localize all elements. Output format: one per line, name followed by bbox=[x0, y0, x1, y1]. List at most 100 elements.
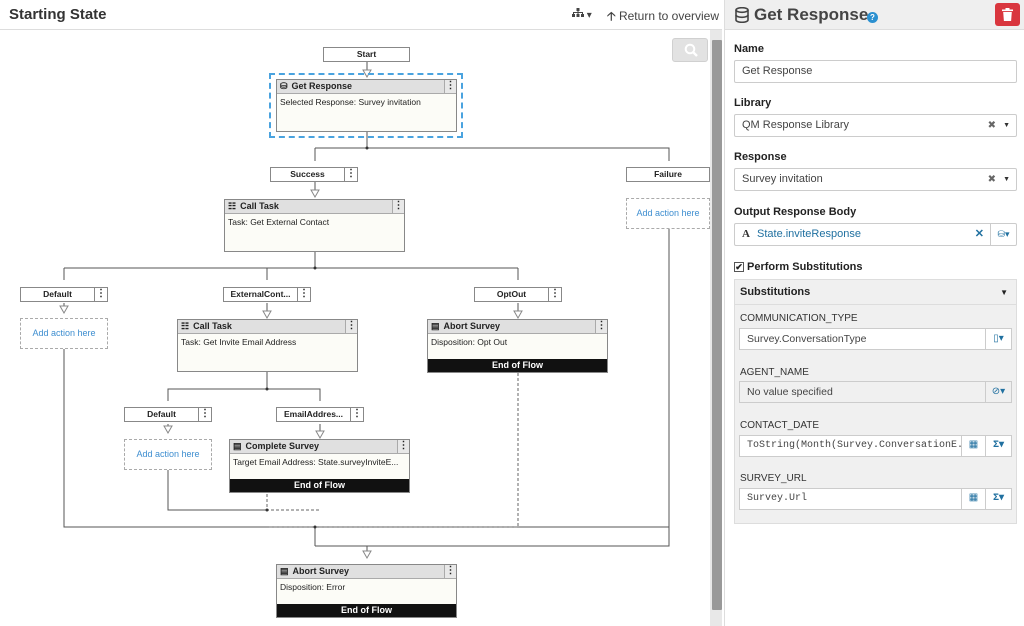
vertical-scrollbar-thumb[interactable] bbox=[712, 40, 722, 610]
canvas-search-button[interactable] bbox=[672, 38, 708, 62]
clear-icon[interactable]: ✖ bbox=[987, 120, 996, 131]
library-select[interactable]: QM Response Library ✖ ▼ bbox=[734, 114, 1017, 137]
node-body: Target Email Address: State.surveyInvite… bbox=[233, 457, 399, 467]
library-value: QM Response Library bbox=[742, 119, 849, 131]
path-label: Default bbox=[43, 289, 72, 299]
name-field[interactable]: Get Response bbox=[734, 60, 1017, 83]
node-menu-button[interactable]: ⋮ bbox=[345, 320, 357, 333]
start-node[interactable]: Start bbox=[323, 47, 410, 62]
node-body: Task: Get Invite Email Address bbox=[181, 337, 297, 347]
expression-menu-button[interactable]: Σ▾ bbox=[985, 436, 1011, 456]
add-action-placeholder-default-2[interactable]: Add action here bbox=[124, 439, 212, 470]
properties-panel: Get Response ? Name Get Response Library… bbox=[724, 0, 1024, 626]
optout-path-label[interactable]: OptOut ⋮ bbox=[474, 287, 562, 302]
substitution-field[interactable]: Survey.ConversationType ▯▾ bbox=[739, 328, 1012, 350]
path-menu-button[interactable]: ⋮ bbox=[297, 288, 309, 301]
panel-title: Get Response bbox=[754, 5, 869, 24]
caret-down-icon[interactable]: ▼ bbox=[1003, 176, 1010, 183]
node-title: Abort Survey bbox=[292, 566, 350, 576]
name-label: Name bbox=[734, 43, 764, 55]
return-to-overview-link[interactable]: 🡡 Return to overview bbox=[607, 7, 719, 28]
path-label: Failure bbox=[654, 169, 682, 179]
expression-editor-button[interactable]: ▦ bbox=[961, 436, 985, 456]
path-label: ExternalCont... bbox=[230, 289, 291, 299]
clear-icon[interactable]: ✕ bbox=[974, 228, 984, 240]
variable-menu-button[interactable]: ⛁▾ bbox=[990, 224, 1016, 245]
output-response-body-field[interactable]: A State.inviteResponse ✕ ⛁▾ bbox=[734, 223, 1017, 246]
substitution-value: ToString(Month(Survey.ConversationE... bbox=[747, 440, 976, 451]
abort-survey-node[interactable]: ▤Abort Survey⋮ Disposition: Error End of… bbox=[276, 564, 457, 618]
path-menu-button[interactable]: ⋮ bbox=[198, 408, 210, 421]
path-label: OptOut bbox=[496, 289, 527, 299]
node-menu-button[interactable]: ⋮ bbox=[392, 200, 404, 213]
end-of-flow-bar: End of Flow bbox=[428, 359, 607, 372]
path-menu-button[interactable]: ⋮ bbox=[350, 408, 362, 421]
perform-substitutions-label: Perform Substitutions bbox=[747, 261, 863, 273]
caret-down-icon[interactable]: ▼ bbox=[1003, 122, 1010, 129]
no-value-menu-button[interactable]: ⊘▾ bbox=[985, 382, 1011, 402]
perform-substitutions-checkbox[interactable]: ✔Perform Substitutions bbox=[734, 261, 863, 273]
node-title: Get Response bbox=[291, 81, 353, 91]
path-menu-button[interactable]: ⋮ bbox=[94, 288, 106, 301]
substitution-value: Survey.Url bbox=[747, 493, 808, 504]
page-title: Starting State bbox=[9, 6, 107, 23]
search-icon bbox=[684, 43, 698, 57]
node-menu-button[interactable]: ⋮ bbox=[397, 440, 409, 453]
add-action-placeholder-default[interactable]: Add action here bbox=[20, 318, 108, 349]
path-menu-button[interactable]: ⋮ bbox=[344, 168, 356, 181]
end-of-flow-bar: End of Flow bbox=[230, 479, 409, 492]
string-type-icon: A bbox=[742, 228, 750, 240]
node-body: Task: Get External Contact bbox=[228, 217, 330, 227]
hierarchy-icon: ☷ bbox=[228, 201, 237, 211]
sigma-icon: Σ bbox=[992, 493, 999, 504]
default-path-label[interactable]: Default ⋮ bbox=[124, 407, 212, 422]
email-address-path-label[interactable]: EmailAddres... ⋮ bbox=[276, 407, 364, 422]
success-path-label[interactable]: Success ⋮ bbox=[270, 167, 358, 182]
call-task-node[interactable]: ☷Call Task ⋮ Task: Get Invite Email Addre… bbox=[177, 319, 358, 372]
expression-menu-button[interactable]: Σ▾ bbox=[985, 489, 1011, 509]
abort-survey-node[interactable]: ▤Abort Survey⋮ Disposition: Opt Out End … bbox=[427, 319, 608, 373]
sigma-icon: Σ bbox=[992, 440, 999, 451]
clear-icon[interactable]: ✖ bbox=[987, 174, 996, 185]
failure-path-label[interactable]: Failure bbox=[626, 167, 710, 182]
node-menu-button[interactable]: ⋮ bbox=[444, 565, 456, 578]
complete-survey-node[interactable]: ▤Complete Survey⋮ Target Email Address: … bbox=[229, 439, 410, 493]
delete-button[interactable] bbox=[995, 3, 1020, 26]
help-icon[interactable]: ? bbox=[867, 12, 878, 23]
return-label: Return to overview bbox=[618, 9, 720, 23]
external-contact-path-label[interactable]: ExternalCont... ⋮ bbox=[223, 287, 311, 302]
get-response-node[interactable]: ⛁Get Response⋮ Selected Response: Survey… bbox=[276, 79, 457, 132]
arrow-up-icon: 🡡 bbox=[607, 9, 616, 23]
substitutions-title: Substitutions bbox=[740, 286, 811, 298]
end-of-flow-bar: End of Flow bbox=[277, 604, 456, 617]
hierarchy-icon: ☷ bbox=[181, 321, 190, 331]
hierarchy-icon bbox=[572, 8, 587, 21]
flow-editor: Starting State ▾ 🡡 Return to overview bbox=[0, 6, 722, 626]
expression-editor-button[interactable]: ▦ bbox=[961, 489, 985, 509]
clipboard-icon: ▤ bbox=[233, 441, 242, 451]
layout-dropdown[interactable]: ▾ bbox=[572, 8, 592, 21]
call-task-node[interactable]: ☷Call Task ⋮ Task: Get External Contact bbox=[224, 199, 405, 252]
add-action-placeholder-failure[interactable]: Add action here bbox=[626, 198, 710, 229]
output-response-body-label: Output Response Body bbox=[734, 206, 857, 218]
substitution-field[interactable]: ToString(Month(Survey.ConversationE... ▦… bbox=[739, 435, 1012, 457]
node-title: Call Task bbox=[240, 201, 279, 211]
panel-header: Get Response ? bbox=[725, 0, 1024, 30]
node-menu-button[interactable]: ⋮ bbox=[444, 80, 456, 93]
clipboard-icon: ▤ bbox=[280, 566, 289, 576]
node-menu-button[interactable]: ⋮ bbox=[595, 320, 607, 333]
node-body: Disposition: Opt Out bbox=[431, 337, 508, 347]
expression-menu-button[interactable]: ▯▾ bbox=[985, 329, 1011, 349]
node-title: Call Task bbox=[193, 321, 232, 331]
substitution-value: No value specified bbox=[747, 386, 833, 398]
path-menu-button[interactable]: ⋮ bbox=[548, 288, 560, 301]
substitution-field[interactable]: Survey.Url ▦ Σ▾ bbox=[739, 488, 1012, 510]
substitutions-header[interactable]: Substitutions ▼ bbox=[735, 280, 1016, 305]
database-icon bbox=[735, 7, 749, 23]
default-path-label[interactable]: Default ⋮ bbox=[20, 287, 108, 302]
response-select[interactable]: Survey invitation✖▼ bbox=[734, 168, 1017, 191]
caret-down-icon: ▾ bbox=[586, 10, 592, 21]
substitution-field[interactable]: No value specified ⊘▾ bbox=[739, 381, 1012, 403]
selection-outline bbox=[269, 73, 463, 138]
name-value: Get Response bbox=[742, 65, 813, 77]
